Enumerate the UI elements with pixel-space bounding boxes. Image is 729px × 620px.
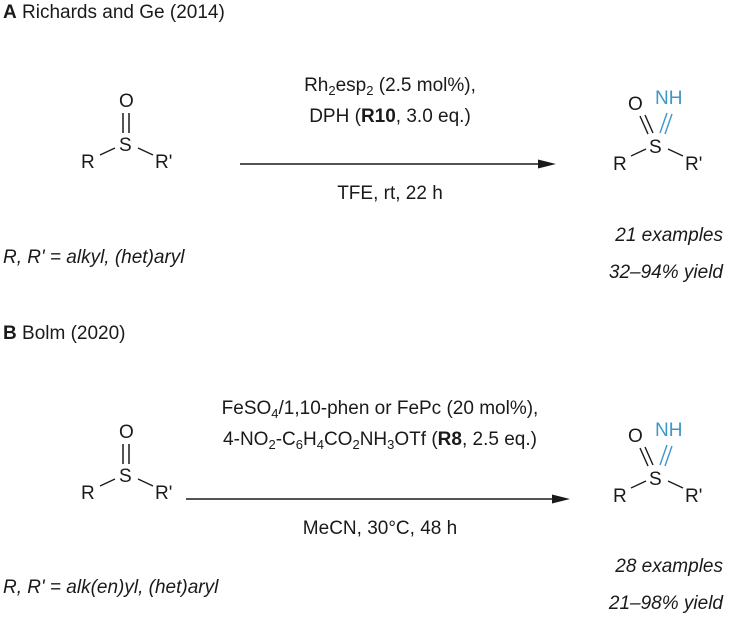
sulfur-atom: S xyxy=(649,469,662,490)
scheme-b-example-count: 28 examples xyxy=(615,556,723,577)
catalyst-text: esp xyxy=(335,75,367,96)
reagent-code: R10 xyxy=(360,106,396,127)
subscript: 4 xyxy=(271,406,279,421)
scheme-a-title: Richards and Ge (2014) xyxy=(22,2,225,23)
r-group-left: R xyxy=(81,152,95,173)
scheme-a-solvent-conditions: TFE, rt, 22 h xyxy=(337,183,443,204)
scheme-b-reaction-arrow xyxy=(186,494,570,504)
scheme-a-catalyst-line: Rh2esp2 (2.5 mol%), xyxy=(240,75,540,98)
scheme-b-substrate-scope: R, R' = alk(en)yl, (het)aryl xyxy=(3,577,219,598)
subscript: 2 xyxy=(328,83,336,98)
r-group-right: R' xyxy=(155,152,172,173)
reagent-text: NH xyxy=(359,429,388,450)
catalyst-loading: (2.5 mol%), xyxy=(373,75,476,96)
subscript: 4 xyxy=(316,437,324,452)
oxygen-atom: O xyxy=(119,422,134,443)
r-group-left: R xyxy=(613,486,627,507)
oxygen-atom: O xyxy=(628,426,643,447)
scheme-b-header: B Bolm (2020) xyxy=(3,323,126,345)
scheme-a-label: A xyxy=(3,2,17,23)
catalyst-loading: /1,10-phen or FePc (20 mol%), xyxy=(278,398,539,419)
reagent-text: CO xyxy=(323,429,353,450)
reagent-equiv: , 2.5 eq.) xyxy=(461,429,537,450)
r-group-right: R' xyxy=(685,486,702,507)
subscript: 2 xyxy=(268,437,276,452)
oxygen-atom: O xyxy=(119,91,134,112)
r-group-left: R xyxy=(81,483,95,504)
scheme-a-substrate-scope: R, R' = alkyl, (het)aryl xyxy=(3,247,185,268)
reagent-code: R8 xyxy=(437,429,462,450)
subscript: 2 xyxy=(366,83,374,98)
scheme-a-product-sulfoximine: O NH S R R' xyxy=(613,88,702,175)
scheme-b-reactant-sulfoxide: O S R R' xyxy=(81,422,172,504)
oxygen-atom: O xyxy=(628,94,643,115)
r-group-left: R xyxy=(613,154,627,175)
reagent-text: -C xyxy=(275,429,296,450)
catalyst-text: Rh xyxy=(304,75,329,96)
subscript: 3 xyxy=(387,437,395,452)
subscript: 2 xyxy=(352,437,360,452)
scheme-b-catalyst-line: FeSO4/1,10-phen or FePc (20 mol%), xyxy=(180,398,580,421)
arrow-head-icon xyxy=(552,494,570,504)
scheme-a-yield-range: 32–94% yield xyxy=(608,262,723,283)
nh-group: NH xyxy=(655,88,682,109)
scheme-a-example-count: 21 examples xyxy=(615,225,723,246)
sulfur-atom: S xyxy=(649,137,662,158)
subscript: 6 xyxy=(295,437,303,452)
scheme-a-header: A Richards and Ge (2014) xyxy=(3,2,225,24)
reagent-text: H xyxy=(302,429,317,450)
arrow-head-icon xyxy=(538,159,556,169)
sulfur-atom: S xyxy=(119,135,132,156)
scheme-a-reagent-line: DPH (R10, 3.0 eq.) xyxy=(240,107,540,126)
scheme-b-yield-range: 21–98% yield xyxy=(608,593,723,614)
r-group-right: R' xyxy=(155,483,172,504)
r-group-right: R' xyxy=(685,154,702,175)
reagent-text: DPH ( xyxy=(309,106,361,127)
sulfur-atom: S xyxy=(119,466,132,487)
scheme-b-product-sulfoximine: O NH S R R' xyxy=(613,420,702,507)
scheme-b-reagent-line: 4-NO2-C6H4CO2NH3OTf (R8, 2.5 eq.) xyxy=(180,429,580,452)
reagent-text: 4-NO xyxy=(223,429,269,450)
reagent-text: OTf ( xyxy=(394,429,438,450)
scheme-b-solvent-conditions: MeCN, 30°C, 48 h xyxy=(302,518,458,539)
scheme-b-label: B xyxy=(3,323,17,344)
scheme-b-title: Bolm (2020) xyxy=(22,323,126,344)
catalyst-text: FeSO xyxy=(221,398,272,419)
scheme-a-reactant-sulfoxide: O S R R' xyxy=(81,91,172,173)
reagent-equiv: , 3.0 eq.) xyxy=(395,106,471,127)
scheme-a-reaction-arrow xyxy=(240,159,556,169)
nh-group: NH xyxy=(655,420,682,441)
